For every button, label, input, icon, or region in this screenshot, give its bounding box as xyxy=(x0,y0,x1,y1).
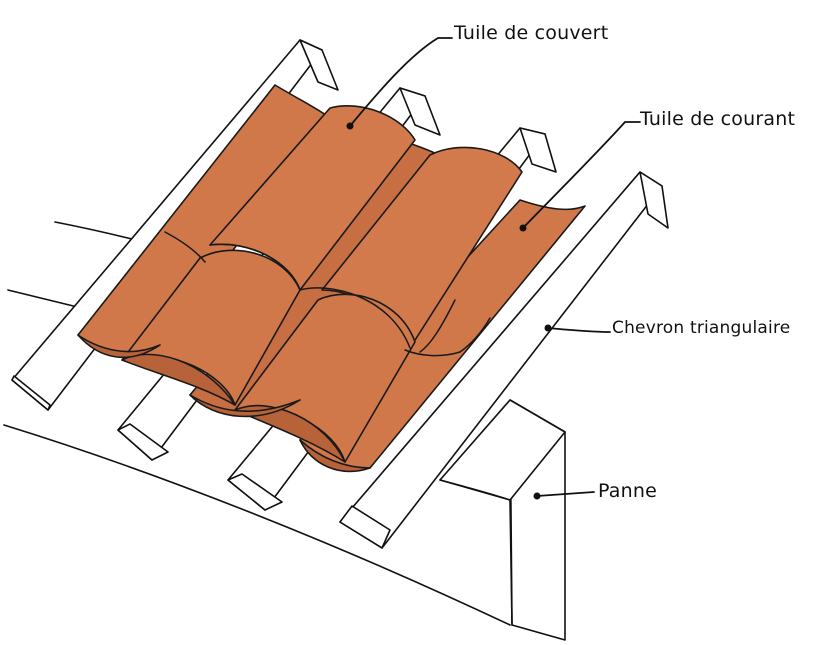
label-tuile-courant: Tuile de courant xyxy=(640,108,796,130)
label-tuile-couvert: Tuile de couvert xyxy=(454,22,609,44)
label-panne: Panne xyxy=(598,480,658,502)
tile-assembly xyxy=(77,84,586,473)
label-chevron: Chevron triangulaire xyxy=(612,318,791,338)
panne-beam xyxy=(3,221,566,641)
leaders xyxy=(346,37,641,500)
